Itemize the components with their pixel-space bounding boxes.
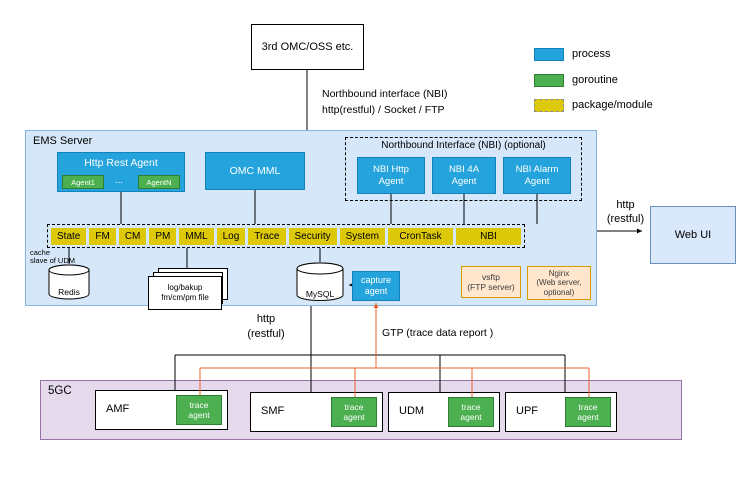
agent1-box: Agent1 <box>62 175 104 189</box>
module-crontask: CronTask <box>387 227 453 245</box>
omc-mml-box: OMC MML <box>205 152 305 190</box>
legend-goroutine-swatch <box>534 74 564 87</box>
upf-trace-agent-label: trace agent <box>577 402 599 422</box>
smf-trace-agent-label: trace agent <box>343 402 365 422</box>
agents-ellipsis: ... <box>106 173 132 187</box>
module-security: Security <box>288 227 337 245</box>
udm-trace-agent: trace agent <box>448 397 494 427</box>
udm-label: UDM <box>399 405 425 417</box>
ems-title: EMS Server <box>33 135 93 147</box>
upf-trace-agent: trace agent <box>565 397 611 427</box>
mysql-label: MySQL <box>305 289 335 299</box>
web-ui-label: Web UI <box>674 229 712 241</box>
mysql-db: MySQL <box>296 262 344 302</box>
web-ui-link-label: http (restful) <box>606 199 645 225</box>
udm-trace-agent-label: trace agent <box>460 402 482 422</box>
5gc-title: 5GC <box>48 385 72 397</box>
module-pm: PM <box>149 227 177 245</box>
module-log: Log <box>216 227 246 245</box>
agentN-label: AgentN <box>146 177 172 187</box>
amf-node: AMF trace agent <box>95 390 228 430</box>
nbi-group-title: Northbound Interface (NBI) (optional) <box>381 140 546 151</box>
web-ui-box: Web UI <box>650 206 736 264</box>
module-fm: FM <box>89 227 116 245</box>
nginx-box: Nginx (Web server, optional) <box>527 266 591 300</box>
module-row: State FM CM PM MML Log Trace Security Sy… <box>47 224 525 248</box>
module-trace: Trace <box>248 227 286 245</box>
nbi-4a-agent-label: NBI 4A Agent <box>448 163 480 187</box>
legend-process-swatch <box>534 48 564 61</box>
legend-process-label: process <box>572 48 611 60</box>
upf-node: UPF trace agent <box>505 392 617 432</box>
module-nbi: NBI <box>455 227 521 245</box>
log-file-label: log/bakup fm/cm/pm file <box>161 283 209 302</box>
amf-trace-agent-label: trace agent <box>188 400 210 420</box>
capture-agent-label: capture agent <box>360 275 392 296</box>
omc-oss-label: 3rd OMC/OSS etc. <box>261 41 354 53</box>
nbi-link-label: Northbound interface (NBI) http(restful)… <box>322 88 448 116</box>
amf-label: AMF <box>106 403 130 415</box>
agents-ellipsis-label: ... <box>115 175 123 185</box>
nbi-http-agent-label: NBI Http Agent <box>373 163 409 187</box>
redis-db: Redis <box>48 264 90 300</box>
module-state: State <box>51 227 87 245</box>
nbi-4a-agent-box: NBI 4A Agent <box>432 157 496 194</box>
omc-oss-box: 3rd OMC/OSS etc. <box>251 24 364 70</box>
redis-label: Redis <box>58 287 80 297</box>
redis-note: cache slave of UDM <box>30 248 76 265</box>
nbi-alarm-agent-box: NBI Alarm Agent <box>503 157 571 194</box>
log-file-page-1: log/bakup fm/cm/pm file <box>148 276 222 310</box>
legend-package-label: package/module <box>572 99 653 111</box>
agent1-label: Agent1 <box>71 177 95 187</box>
module-system: System <box>339 227 385 245</box>
vsftp-label: vsftp (FTP server) <box>467 272 515 292</box>
omc-mml-label: OMC MML <box>229 165 281 177</box>
smf-node: SMF trace agent <box>250 392 383 432</box>
legend-goroutine-label: goroutine <box>572 74 618 86</box>
http-rest-agent-label: Http Rest Agent <box>84 157 158 169</box>
module-mml: MML <box>179 227 214 245</box>
amf-trace-agent: trace agent <box>176 395 222 425</box>
module-cm: CM <box>118 227 147 245</box>
nbi-http-agent-box: NBI Http Agent <box>357 157 425 194</box>
capture-agent-box: capture agent <box>352 271 400 301</box>
smf-label: SMF <box>261 405 285 417</box>
south-link-label: http (restful) <box>247 313 285 340</box>
upf-label: UPF <box>516 405 538 417</box>
nginx-label: Nginx (Web server, optional) <box>536 268 582 297</box>
vsftp-box: vsftp (FTP server) <box>461 266 521 298</box>
legend-package-swatch <box>534 99 564 112</box>
agentN-box: AgentN <box>138 175 180 189</box>
udm-node: UDM trace agent <box>388 392 500 432</box>
log-file-stack: log/bakup fm/cm/pm file <box>148 268 232 312</box>
smf-trace-agent: trace agent <box>331 397 377 427</box>
nbi-alarm-agent-label: NBI Alarm Agent <box>515 163 559 187</box>
gtp-link-label: GTP (trace data report ) <box>382 327 494 339</box>
